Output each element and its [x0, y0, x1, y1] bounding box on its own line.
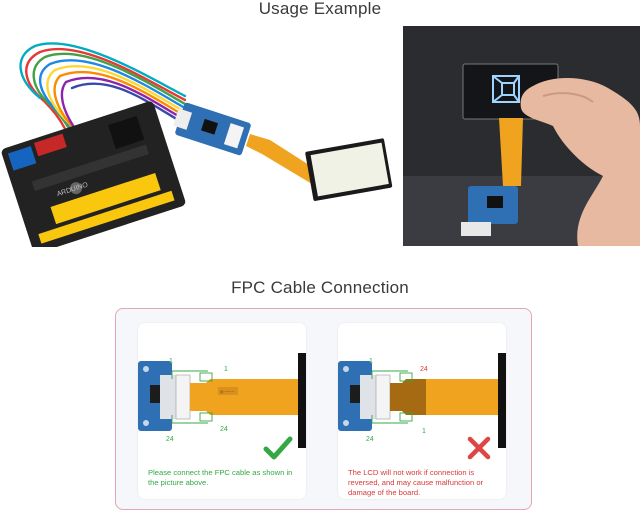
correct-connection-diagram: ◎ ~~~~ 1 1 24 24: [138, 353, 306, 460]
pin-label-bottom-right: 24: [220, 426, 228, 433]
pin-label-bottom-left: 24: [166, 436, 174, 443]
wrong-connection-diagram: 1 24 24 1: [338, 353, 506, 460]
cross-icon: [467, 436, 491, 460]
wrong-connection-card: 1 24 24 1 The LCD will not work if conne…: [338, 323, 506, 499]
wrong-connection-caption: The LCD will not work if connection is r…: [348, 468, 484, 497]
usage-photo-board: ARDUINO: [0, 22, 395, 247]
usage-example-title: Usage Example: [258, 0, 382, 18]
correct-connection-caption: Please connect the FPC cable as shown in…: [148, 468, 293, 487]
fpc-connection-panel: ◎ ~~~~ 1 1 24 24 Please connect the FPC …: [115, 308, 532, 510]
fpc-print: ◎ ~~~~: [220, 389, 235, 394]
pin-label-bottom-left: 24: [366, 436, 374, 443]
usage-photo-hand: [403, 26, 640, 246]
correct-connection-card: ◎ ~~~~ 1 1 24 24 Please connect the FPC …: [138, 323, 306, 499]
check-icon: [263, 436, 293, 460]
pin-label-top-right: 1: [224, 366, 228, 373]
pin-label-top-right: 24: [420, 366, 428, 373]
pin-label-top-left: 1: [169, 358, 173, 365]
hand-illustration: [403, 26, 640, 246]
fpc-connection-title: FPC Cable Connection: [231, 278, 409, 297]
pin-label-bottom-right: 1: [422, 428, 426, 435]
pin-label-top-left: 1: [369, 358, 373, 365]
board-illustration: ARDUINO: [1, 42, 393, 247]
